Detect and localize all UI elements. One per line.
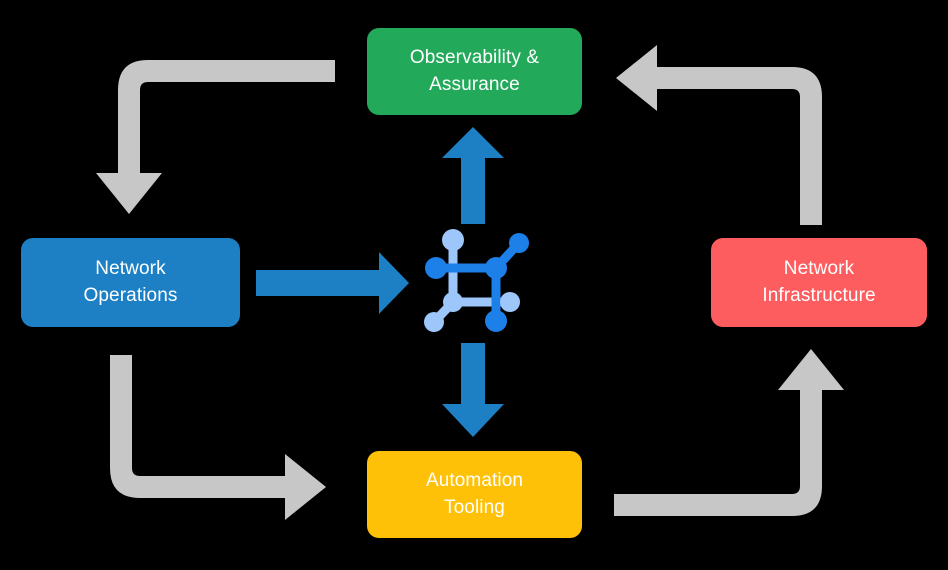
- arrow-center-to-observability: [442, 127, 504, 224]
- network-topology-icon: [424, 229, 529, 332]
- node-label-automation-tooling: Automation Tooling: [425, 469, 524, 518]
- node-label-network-infrastructure: Network Infrastructure: [762, 257, 876, 306]
- arrow-observability-to-network-operations: [96, 60, 335, 214]
- arrow-network-infrastructure-to-observability: [616, 45, 822, 225]
- node-box-network-operations[interactable]: Network Operations: [21, 238, 240, 327]
- node-label-observability-assurance: Observability & Assurance: [409, 46, 540, 95]
- arrow-network-operations-to-automation-tooling: [110, 355, 326, 520]
- node-box-automation-tooling[interactable]: Automation Tooling: [367, 451, 582, 538]
- arrow-automation-tooling-to-network-infrastructure: [614, 349, 844, 516]
- arrow-center-to-automation-tooling: [442, 343, 504, 437]
- node-box-network-infrastructure[interactable]: Network Infrastructure: [711, 238, 927, 327]
- node-label-network-operations: Network Operations: [83, 257, 178, 306]
- arrow-network-operations-to-center: [256, 252, 409, 314]
- node-box-observability-assurance[interactable]: Observability & Assurance: [367, 28, 582, 115]
